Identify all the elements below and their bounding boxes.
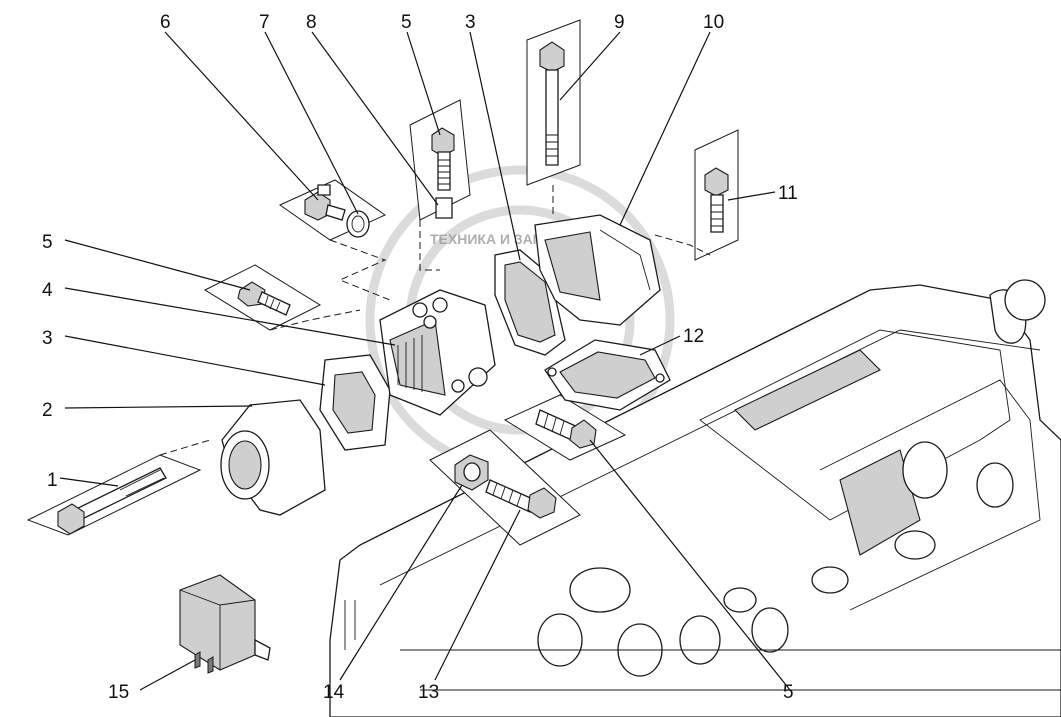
part-4-housing [379,289,496,416]
part-14-adapter [454,454,489,491]
callout-10: 10 [703,12,724,33]
callout-1: 1 [47,470,58,491]
callout-labels: 1 2 3 3 4 5 5 5 6 7 8 9 10 11 12 13 14 1… [42,12,798,703]
part-12-gasket [544,339,671,411]
callout-7: 7 [259,12,270,33]
part-10-elbow-housing [534,214,661,326]
callout-2: 2 [42,400,53,421]
callout-13: 13 [418,682,439,703]
part-7-seal-ring [346,210,370,238]
part-3-gasket-left [319,354,391,451]
part-9-long-bolt [539,41,565,166]
part-15-relay [179,574,271,674]
part-2-adapter-sleeve [220,399,326,516]
part-5-bolt-top [431,127,455,219]
part-5-bolt-bottom [535,409,597,449]
callout-14: 14 [323,682,345,703]
engine-block [329,279,1061,717]
callout-15: 15 [108,682,129,703]
callout-3-left: 3 [42,328,53,349]
callout-6: 6 [160,12,171,33]
callout-4: 4 [42,280,53,301]
part-11-bolt [704,167,729,233]
callout-5-left: 5 [42,232,53,253]
leader-lines [59,31,791,691]
part-1-long-bolt [57,467,167,535]
part-13-stud [485,479,557,519]
callout-5-top: 5 [401,12,412,33]
callout-8: 8 [306,12,317,33]
callout-9: 9 [614,12,625,33]
callout-3-top: 3 [465,12,476,33]
callout-5-bottom: 5 [783,682,794,703]
callout-12: 12 [683,326,704,347]
callout-11: 11 [778,183,798,204]
part-6-fitting [304,184,346,221]
